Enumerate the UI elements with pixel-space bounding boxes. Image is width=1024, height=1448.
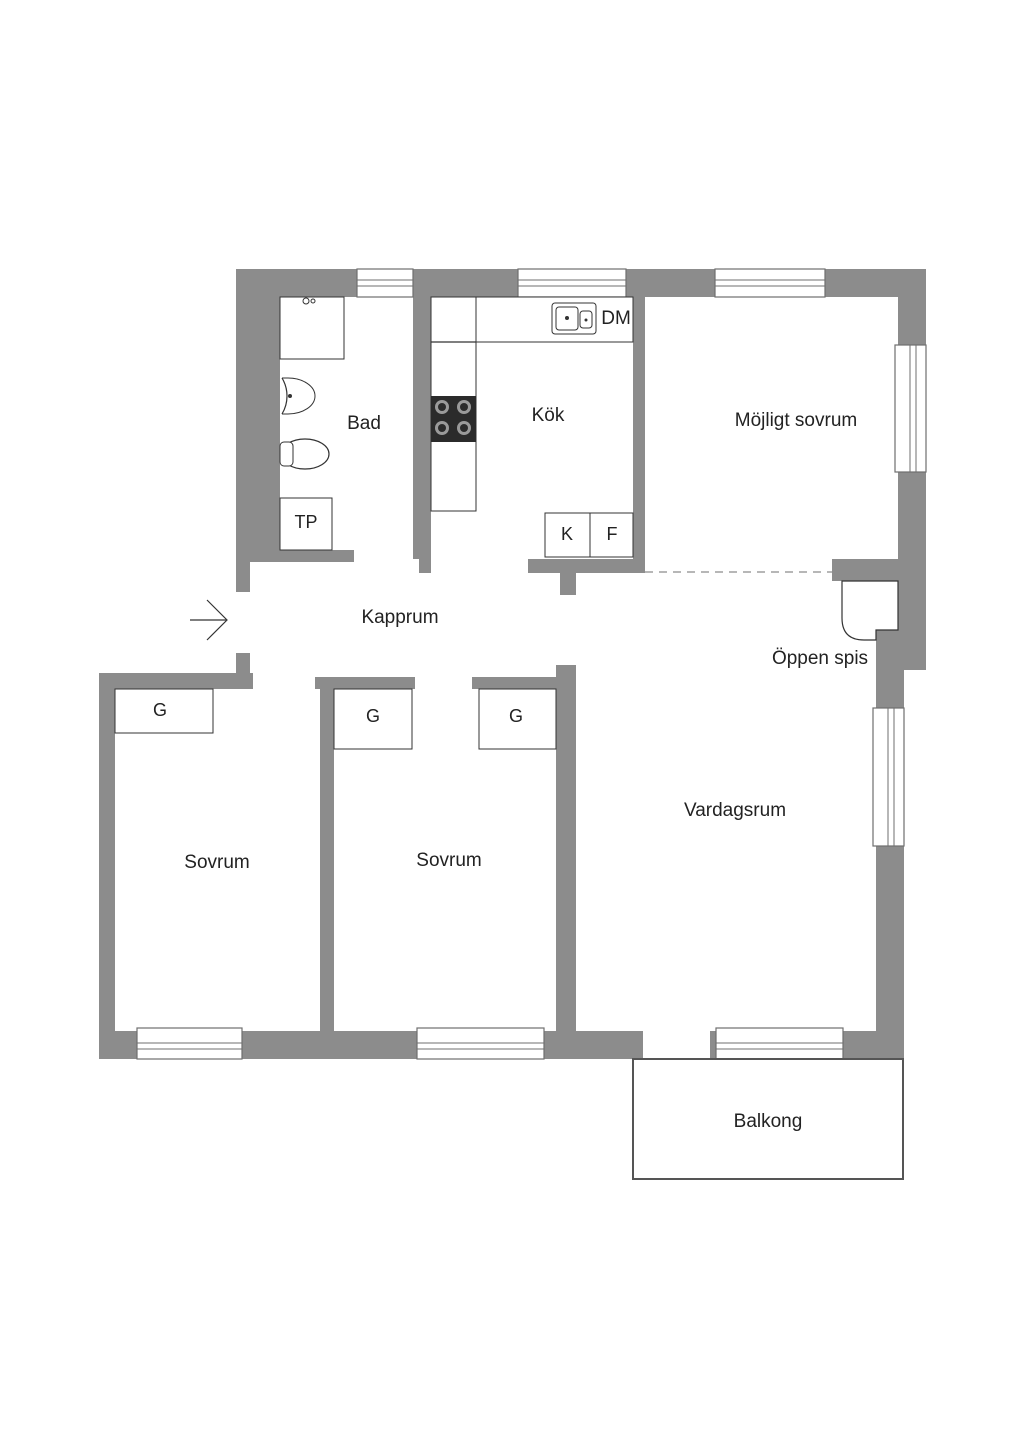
- dishwasher-label: DM: [601, 308, 631, 329]
- closet-box-2: [333, 688, 413, 750]
- room-label-kok: Kök: [532, 405, 565, 426]
- freezer-label: F: [607, 524, 618, 544]
- room-label-oppen-spis: Öppen spis: [772, 648, 868, 669]
- room-label-vardagsrum: Vardagsrum: [684, 800, 786, 821]
- wash-basin-icon: [281, 377, 316, 415]
- closet-box-1: [114, 688, 214, 734]
- fireplace-icon: [841, 580, 899, 641]
- shower-icon: [279, 296, 345, 360]
- closet-label-1: G: [153, 700, 167, 720]
- room-label-balkong: Balkong: [734, 1111, 803, 1132]
- fridge-box: [544, 512, 634, 558]
- toilet-icon: [279, 438, 330, 470]
- tp-box: [279, 497, 333, 551]
- windows: [136, 268, 927, 1060]
- room-label-bad: Bad: [347, 413, 381, 434]
- room-label-mojligt-sovrum: Möjligt sovrum: [735, 410, 857, 431]
- balcony-outline: [632, 1058, 904, 1180]
- tp-label: TP: [294, 512, 317, 532]
- entrance-arrow-icon: [190, 599, 228, 641]
- room-label-sovrum-2: Sovrum: [416, 850, 481, 871]
- closet-label-2: G: [366, 706, 380, 726]
- closet-box-3: [478, 688, 557, 750]
- interior-walls: [315, 269, 904, 1031]
- closet-label-3: G: [509, 706, 523, 726]
- room-label-kapprum: Kapprum: [361, 607, 438, 628]
- stove-icon: [431, 396, 476, 442]
- fridge-label: K: [561, 524, 573, 544]
- room-label-sovrum-1: Sovrum: [184, 852, 249, 873]
- kitchen-sink-icon: [551, 302, 597, 335]
